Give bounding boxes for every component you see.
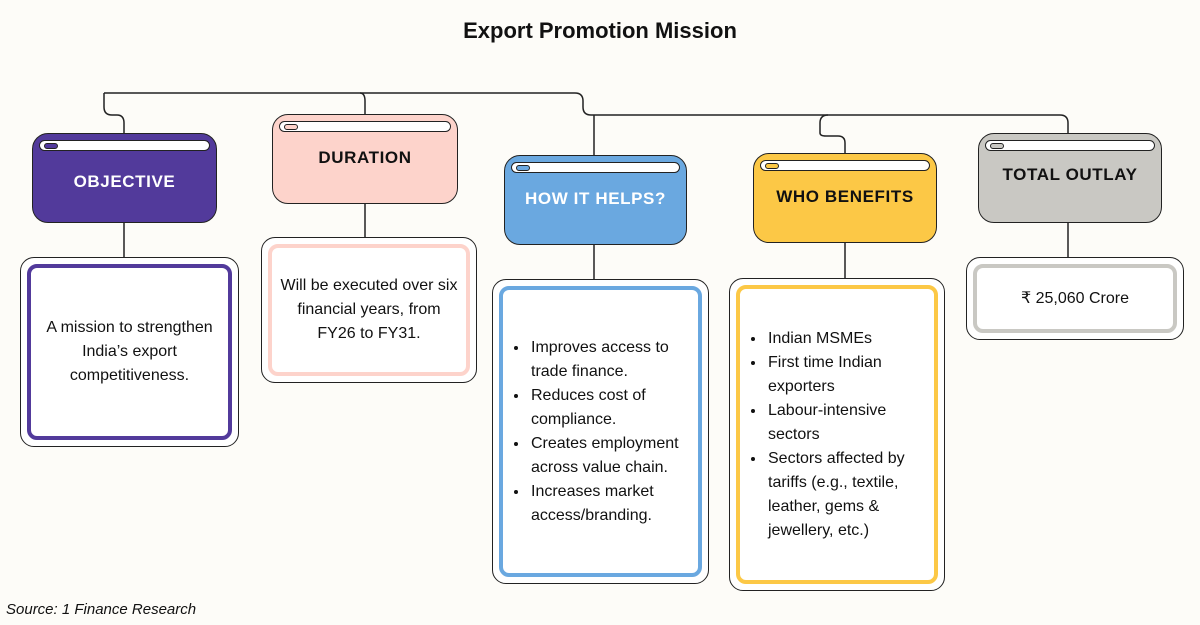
- how-it-helps-item: Improves access to trade finance.: [529, 336, 698, 384]
- how-it-helps-bar-knob: [516, 164, 530, 171]
- duration-header: DURATION: [272, 114, 458, 204]
- who-benefits-item: Labour-intensive sectors: [766, 399, 934, 447]
- connector-duration: [359, 92, 366, 114]
- connector-objective: [103, 93, 125, 133]
- total-outlay-label: TOTAL OUTLAY: [1002, 165, 1138, 184]
- how-it-helps-item: Reduces cost of compliance.: [529, 384, 698, 432]
- who-benefits-item: Sectors affected by tariffs (e.g., texti…: [766, 447, 934, 543]
- who-benefits-bar-knob: [765, 162, 779, 169]
- total-outlay-value: ₹ 25,060 Crore: [1020, 289, 1129, 307]
- total-outlay-header-bar: [985, 140, 1155, 151]
- objective-header: OBJECTIVE: [32, 133, 217, 223]
- who-benefits-item: Indian MSMEs: [766, 327, 934, 351]
- how-it-helps-list: Improves access to trade finance. Reduce…: [503, 336, 698, 528]
- objective-label: OBJECTIVE: [73, 172, 176, 191]
- objective-header-bar: [39, 140, 210, 151]
- duration-text: Will be executed over six financial year…: [280, 277, 458, 342]
- duration-card: Will be executed over six financial year…: [261, 237, 477, 383]
- who-benefits-list: Indian MSMEs First time Indian exporters…: [740, 327, 934, 543]
- duration-header-bar: [279, 121, 451, 132]
- connector-main: [104, 92, 1069, 133]
- how-it-helps-item: Creates employment across value chain.: [529, 432, 698, 480]
- total-outlay-card: ₹ 25,060 Crore: [966, 257, 1184, 340]
- source-note: Source: 1 Finance Research: [6, 601, 197, 618]
- objective-card: A mission to strengthen India’s export c…: [20, 257, 239, 447]
- how-it-helps-header-bar: [511, 162, 680, 173]
- total-outlay-header: TOTAL OUTLAY: [978, 133, 1162, 223]
- diagram-title: Export Promotion Mission: [463, 18, 737, 43]
- who-benefits-label: WHO BENEFITS: [776, 187, 914, 206]
- objective-text: A mission to strengthen India’s export c…: [46, 319, 213, 384]
- how-it-helps-label: HOW IT HELPS?: [525, 189, 666, 208]
- how-it-helps-card: Improves access to trade finance. Reduce…: [492, 279, 709, 584]
- connector-who-benefits: [819, 114, 846, 153]
- duration-bar-knob: [284, 123, 298, 130]
- total-outlay-bar-knob: [990, 142, 1004, 149]
- who-benefits-card: Indian MSMEs First time Indian exporters…: [729, 278, 945, 591]
- duration-label: DURATION: [318, 148, 412, 167]
- how-it-helps-item: Increases market access/branding.: [529, 480, 698, 528]
- objective-bar-knob: [44, 142, 58, 149]
- who-benefits-header-bar: [760, 160, 930, 171]
- who-benefits-item: First time Indian exporters: [766, 351, 934, 399]
- who-benefits-header: WHO BENEFITS: [753, 153, 937, 243]
- how-it-helps-header: HOW IT HELPS?: [504, 155, 687, 245]
